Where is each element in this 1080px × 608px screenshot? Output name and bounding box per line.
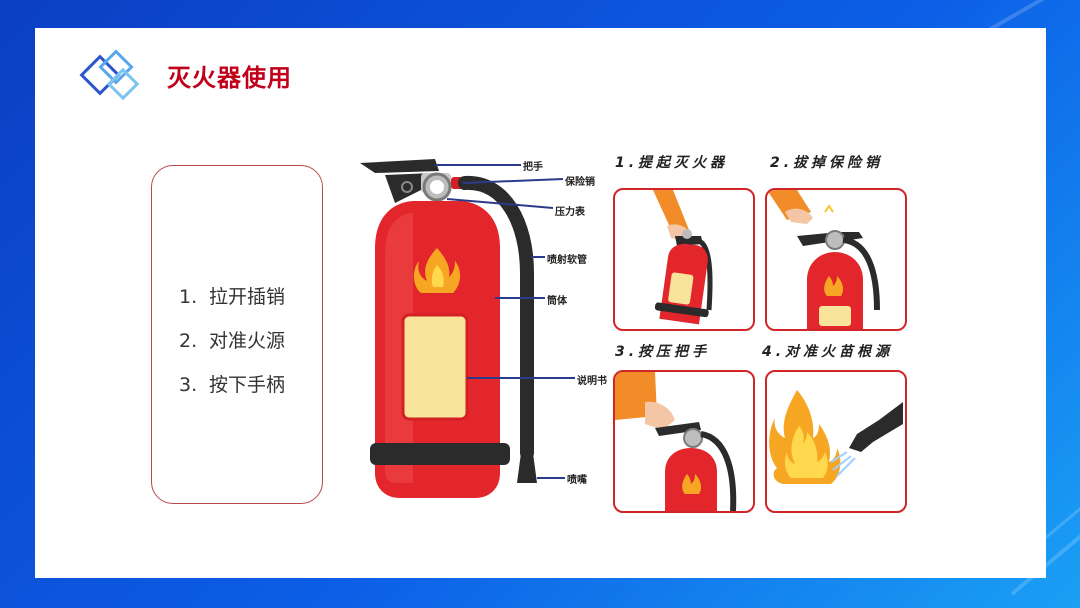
list-item: 2. 对准火源 — [179, 330, 285, 352]
steps-card: 1. 拉开插销 2. 对准火源 3. 按下手柄 — [151, 165, 323, 504]
panel-title-3: 3.按压把手 — [615, 344, 711, 360]
step-text: 对准火源 — [209, 330, 286, 352]
diamond-logo-icon — [77, 48, 153, 112]
extinguisher-diagram: 把手 保险销 压力表 喷射软管 筒体 说明书 喷嘴 — [355, 153, 607, 507]
list-item: 1. 拉开插销 — [179, 286, 285, 308]
panel-title-4: 4.对准火苗根源 — [762, 344, 894, 360]
step-text: 拉开插销 — [209, 286, 286, 308]
callout-pin: 保险销 — [565, 177, 595, 188]
step-panel-lift — [613, 188, 755, 331]
callout-hose: 喷射软管 — [547, 255, 587, 266]
step-panel-aim-fire — [765, 370, 907, 513]
step-text: 按下手柄 — [209, 374, 286, 396]
pull-pin-illustration — [767, 190, 880, 329]
callout-handle: 把手 — [523, 162, 543, 173]
callout-manual: 说明书 — [577, 376, 607, 387]
list-item: 3. 按下手柄 — [179, 374, 285, 396]
press-handle-illustration — [615, 372, 737, 511]
steps-list: 1. 拉开插销 2. 对准火源 3. 按下手柄 — [179, 286, 285, 418]
callout-gauge: 压力表 — [555, 207, 585, 218]
step-number: 2. — [179, 330, 198, 352]
step-number: 3. — [179, 374, 198, 396]
slide-canvas: 灭火器使用 1. 拉开插销 2. 对准火源 3. 按下手柄 — [35, 28, 1046, 578]
step-panel-press-handle — [613, 370, 755, 513]
step-number: 1. — [179, 286, 198, 308]
step-panel-pull-pin — [765, 188, 907, 331]
panel-title-1: 1.提起灭火器 — [615, 155, 729, 171]
callout-nozzle: 喷嘴 — [567, 475, 587, 486]
lift-extinguisher-illustration — [653, 190, 713, 325]
page-title: 灭火器使用 — [167, 64, 292, 92]
callout-body: 筒体 — [547, 296, 567, 307]
aim-at-fire-illustration — [769, 390, 903, 484]
panel-title-2: 2.拔掉保险销 — [770, 155, 884, 171]
fire-extinguisher-illustration — [360, 159, 575, 498]
